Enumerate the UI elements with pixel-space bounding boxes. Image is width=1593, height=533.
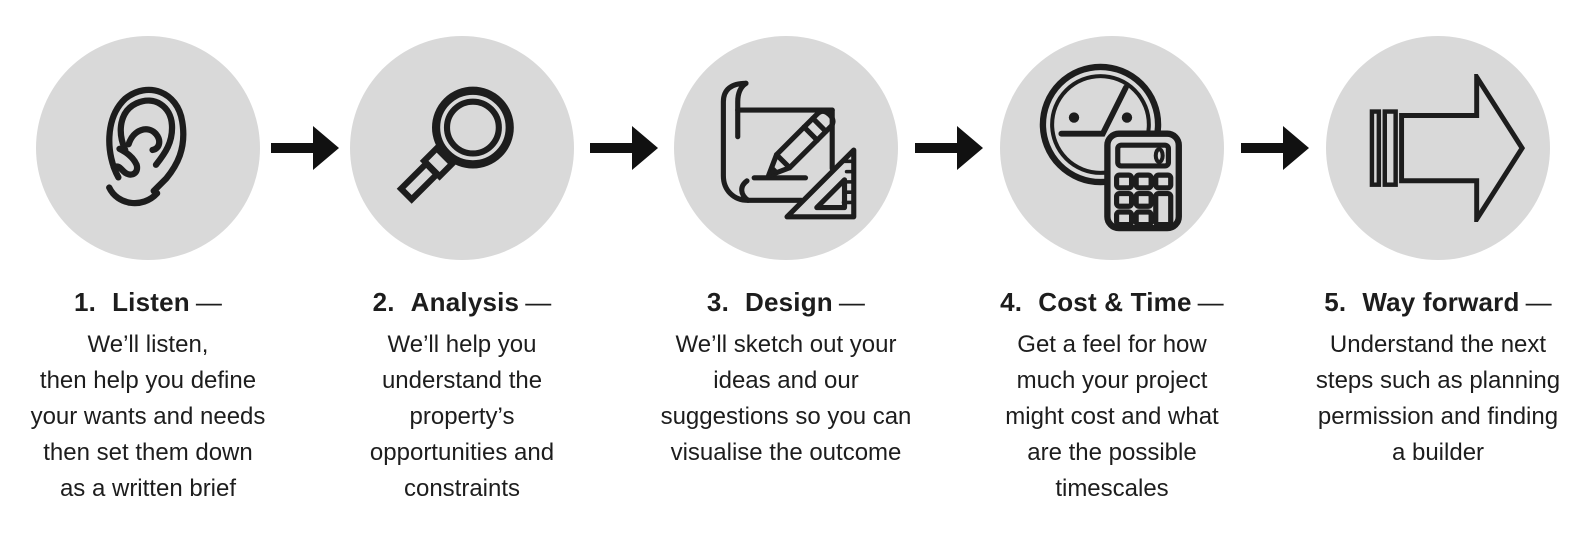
right-arrow-icon [915, 126, 983, 170]
sketch-pencil-icon [720, 80, 857, 220]
magnifier-icon [396, 86, 514, 204]
step-circle [350, 36, 574, 260]
step-dash: — [838, 287, 866, 317]
step-title: 1. Listen— [0, 287, 308, 318]
step-dash: — [1197, 287, 1224, 317]
step-title: 5. Way forward— [1278, 287, 1593, 318]
clock-calculator-icon [1039, 64, 1182, 232]
step-listen: 1. Listen— We’ll listen, then help you de… [0, 0, 308, 533]
step-number: 3. [706, 287, 729, 317]
step-circle [36, 36, 260, 260]
step-description: We’ll sketch out your ideas and our sugg… [660, 331, 912, 466]
step-circle [674, 36, 898, 260]
step-cost-time: 4. Cost & Time— Get a feel for how much y… [952, 0, 1272, 533]
step-title: 3. Design— [626, 287, 946, 318]
step-design: 3. Design— We’ll sketch out your ideas an… [626, 0, 946, 533]
step-title: 2. Analysis— [302, 287, 622, 318]
step-number: 4. [1000, 287, 1023, 317]
step-name: Listen [112, 287, 190, 317]
step-description: We’ll help you understand the property’s… [369, 331, 555, 502]
ear-icon [106, 86, 187, 206]
step-name: Analysis [410, 287, 520, 317]
step-analysis: 2. Analysis— We’ll help you understand th… [302, 0, 622, 533]
step-circle [1326, 36, 1550, 260]
step-way-forward: 5. Way forward— Understand the next steps… [1278, 0, 1593, 533]
step-title: 4. Cost & Time— [952, 287, 1272, 318]
step-name: Design [745, 287, 833, 317]
step-dash: — [1525, 287, 1552, 317]
step-name: Way forward [1362, 287, 1520, 317]
right-arrow-icon [590, 126, 658, 170]
step-dash: — [195, 287, 223, 317]
step-description: Understand the next steps such as planni… [1315, 331, 1561, 466]
step-dash: — [525, 287, 552, 317]
step-number: 5. [1324, 287, 1347, 317]
step-name: Cost & Time [1038, 287, 1192, 317]
right-arrow-icon [271, 126, 339, 170]
step-description: We’ll listen, then help you define your … [30, 331, 266, 502]
step-description: Get a feel for how much your project mig… [1005, 331, 1219, 502]
step-number: 1. [73, 287, 97, 317]
right-arrow-icon [1241, 126, 1309, 170]
step-circle [1000, 36, 1224, 260]
step-number: 2. [372, 287, 395, 317]
forward-arrow-icon [1369, 73, 1526, 223]
